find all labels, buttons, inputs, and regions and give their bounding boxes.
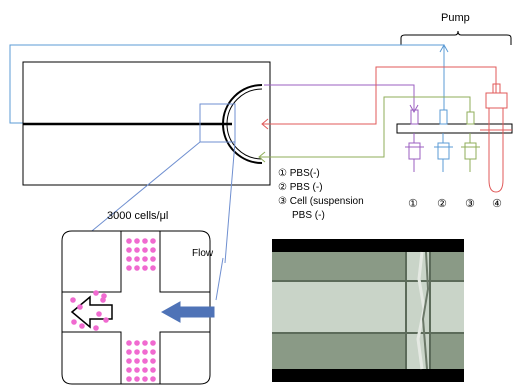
cell-dot [142,265,148,271]
port-label-3: ③ [465,198,475,210]
cell-dot [134,340,140,346]
cell-dot [142,358,148,364]
cell-dot [142,256,148,262]
cell-dot [150,265,156,271]
cell-dot [134,238,140,244]
cell-dot [126,247,132,253]
cell-dot [134,376,140,382]
cell-dot [142,340,148,346]
cell-dot [126,256,132,262]
cell-dot [101,293,107,299]
syringe-4 [480,84,512,192]
cell-dot [142,367,148,373]
port-label-2: ② [437,198,447,210]
pump-bracket [401,31,511,45]
cell-dot [93,325,99,331]
cell-dot [150,256,156,262]
cell-dot [77,304,83,310]
cell-dot [150,340,156,346]
legend-item: PBS (-) [292,210,325,222]
cell-dot [126,340,132,346]
port-label-4: ④ [492,198,502,210]
cell-dot [142,349,148,355]
cell-dot [150,358,156,364]
legend-text: PBS (-) [290,182,323,193]
syringe-2 [434,110,453,172]
cell-dot [134,265,140,271]
legend-item: ① PBS(-) [278,168,320,180]
cell-dot [103,317,109,323]
cell-dot [126,367,132,373]
cell-dot [150,247,156,253]
cell-dot [142,376,148,382]
cell-dot [93,290,99,296]
cell-dot [134,247,140,253]
cell-dot [150,238,156,244]
cell-dot [96,311,102,317]
pump-label: Pump [441,12,470,24]
cell-dot [150,367,156,373]
cell-dot [142,247,148,253]
syringe-3 [461,112,480,172]
port-label-1: ① [408,198,418,210]
cell-dot [134,256,140,262]
tube-line-4 [262,67,496,124]
concentration-label: 3000 cells/μl [107,210,168,222]
microscope-image [272,239,464,382]
legend-text: PBS(-) [290,168,320,179]
cell-dot [126,349,132,355]
legend-item: ③ Cell (suspension [278,196,364,208]
syringe-1 [405,110,424,172]
legend-mark: ① [278,168,287,179]
cell-dot [142,238,148,244]
cell-dot [150,349,156,355]
flow-label: Flow [192,248,213,260]
pump-bar [397,124,512,133]
flow-pointer-line [216,258,223,300]
cell-dot [126,238,132,244]
cell-dot [134,367,140,373]
legend-mark: ③ [278,196,287,207]
cell-dot [79,323,85,329]
cell-dot [134,358,140,364]
legend-mark: ② [278,182,287,193]
cell-dot [134,349,140,355]
cell-dot [126,358,132,364]
cell-dot [150,376,156,382]
cell-dot [70,297,76,303]
cell-dot [126,376,132,382]
cell-dot [71,319,77,325]
cell-dot [126,265,132,271]
legend-text: Cell (suspension [290,196,364,207]
legend-item: ② PBS (-) [278,182,323,194]
legend-text: PBS (-) [292,210,325,221]
